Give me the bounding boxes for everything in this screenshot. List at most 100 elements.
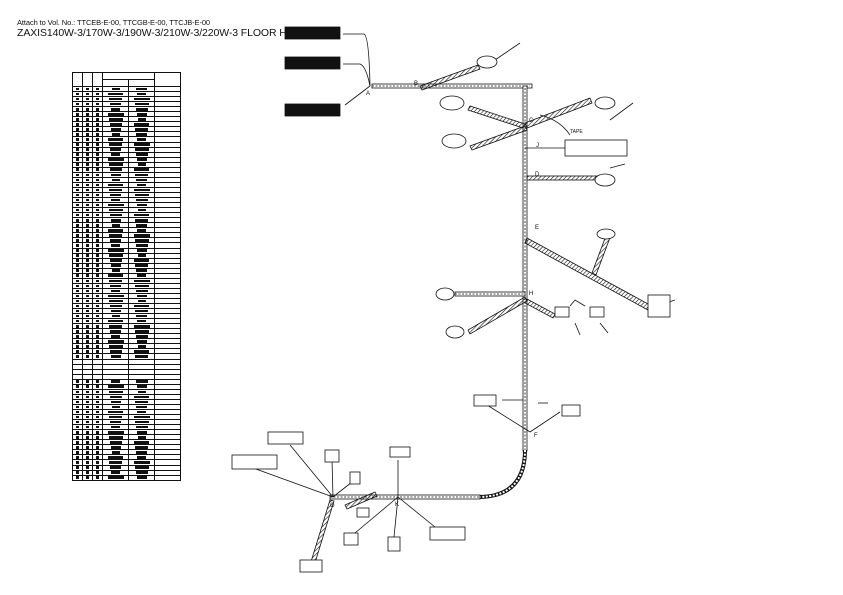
wire-table-cell [154,474,181,481]
cell-text [86,274,89,278]
cell-text [76,471,79,474]
cell-text [76,461,79,464]
cell-text [96,446,99,449]
cell-text [96,259,99,262]
cell-text [96,239,99,242]
cell-text [76,92,79,96]
connector-F2 [561,404,581,417]
cell-text [110,264,121,267]
cell-text [108,390,123,394]
cell-text [108,183,123,187]
connector-K3 [429,526,466,541]
cell-text [136,203,147,207]
node-K: K [395,502,399,508]
cell-text [137,229,146,232]
cell-text [96,229,99,232]
cell-text [110,284,121,288]
cell-text [134,168,149,172]
cell-text [76,269,79,272]
cell-text [86,430,89,434]
cell-text [96,249,99,252]
cell-text [86,183,89,187]
cell-text [76,133,79,136]
cell-text [86,107,89,111]
wire-table-body [72,85,181,481]
cell-text [135,471,148,474]
cell-text [86,234,89,237]
cell-text [96,340,99,343]
cell-text [76,138,79,141]
cell-text [136,133,147,136]
cell-text [86,208,89,212]
cell-text [96,254,99,257]
node-H: H [529,291,533,297]
cell-text [109,350,122,353]
cell-text [96,324,99,328]
cell-text [76,279,79,283]
cell-text [109,97,122,101]
cell-text [96,294,99,298]
cell-text [86,355,89,358]
cell-text [96,476,99,479]
cell-text [108,274,123,278]
cell-text [86,193,89,197]
cell-text [109,143,122,146]
cell-text [96,466,99,469]
cell-text [134,350,149,353]
cell-text [110,420,121,424]
cell-text [137,319,146,323]
cell-text [76,254,79,257]
cell-text [111,314,120,318]
cell-text [86,340,89,343]
cell-text [76,168,79,172]
cell-text [110,309,121,313]
cell-text [76,476,79,479]
cell-text [137,299,146,303]
cell-text [111,178,120,182]
cell-text [109,441,122,444]
cell-text [96,309,99,313]
cell-text [76,234,79,237]
connector-G1 [231,454,278,470]
cell-text [76,420,79,424]
cell-text [76,466,79,469]
node-E: E [535,225,539,231]
tape-note: TAPE [570,129,583,135]
cell-text [76,148,79,151]
cell-text [86,203,89,207]
cell-text [134,304,149,308]
cell-text [107,385,124,389]
wire-table-row [72,146,181,153]
cell-text [111,133,120,136]
wire-table-row [72,267,181,274]
cell-text [76,178,79,182]
cell-text [134,259,149,262]
cell-text [96,350,99,353]
cell-text [86,269,89,272]
connector-C1 [439,95,465,111]
cell-text [110,239,121,242]
cell-text [96,400,99,404]
node-C: C [529,118,534,124]
cell-text [134,284,149,288]
connector-E2 [647,294,671,318]
cell-text [76,294,79,298]
branch-H [454,291,609,336]
cell-text [76,249,79,252]
wire-table-row [72,313,181,320]
wire-table-row [72,287,181,294]
cell-text [86,410,89,414]
connector-H3 [554,306,570,318]
cell-text [136,223,147,227]
cell-text [76,223,79,227]
cell-text [135,309,148,313]
cell-text [96,314,99,318]
branch-F [486,399,561,433]
cell-text [86,112,89,116]
cell-text [86,198,89,202]
cell-text [96,234,99,237]
attach-note: Attach to Vol. No.: TTCEB-E-00, TTCGB-E-… [17,18,210,27]
cell-text [135,446,148,449]
cell-text [135,400,148,404]
cell-text [96,107,99,111]
